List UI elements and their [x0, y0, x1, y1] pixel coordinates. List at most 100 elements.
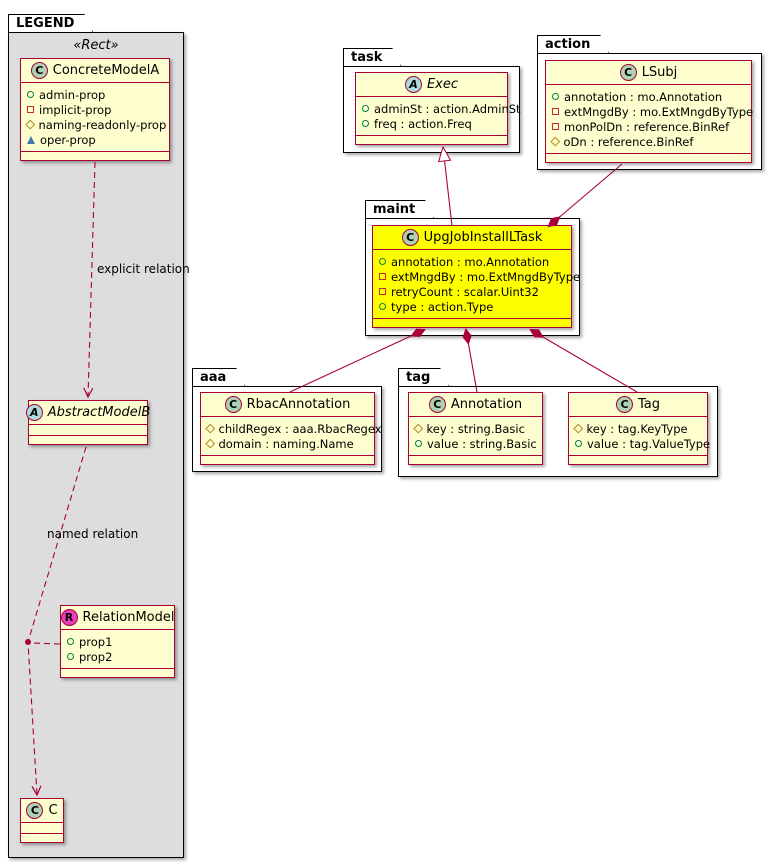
class-abstract-model-b-methods [29, 436, 147, 444]
class-name: RbacAnnotation [246, 397, 351, 412]
property-text: key : string.Basic [426, 421, 525, 436]
property-text: prop2 [79, 649, 113, 664]
class-name: Exec [426, 77, 459, 92]
package-aaa: aaa C RbacAnnotation childRegex : aaa.Rb… [192, 368, 382, 472]
package-task-tab: task [343, 48, 401, 67]
class-concrete-model-a-header: C ConcreteModelA [21, 59, 169, 83]
package-task-name: task [351, 50, 383, 65]
property-row: type : action.Type [378, 299, 566, 314]
property-row: childRegex : aaa.RbacRegex [205, 421, 382, 436]
property-row: oper-prop [26, 132, 164, 147]
package-tag-name: tag [406, 370, 431, 385]
package-aaa-name: aaa [200, 370, 227, 385]
class-tag: C Tag key : tag.KeyType value : tag.Valu… [568, 392, 711, 465]
class-name: LSubj [641, 65, 678, 80]
abstract-badge-icon: A [404, 76, 422, 93]
class-exec-properties: adminSt : action.AdminSt freq : action.F… [356, 97, 521, 136]
package-legend-tab: LEGEND [8, 14, 93, 33]
package-tag: tag C Annotation key : string.Basic valu… [398, 368, 718, 477]
property-row: value : string.Basic [414, 436, 537, 451]
package-maint-name: maint [373, 202, 416, 217]
package-tag-tab: tag [398, 368, 449, 387]
class-relation-model-properties: prop1 prop2 [61, 630, 174, 669]
named-relation-label: named relation [47, 527, 139, 541]
class-lsubj-properties: annotation : mo.Annotation extMngdBy : m… [546, 85, 754, 154]
property-text: prop1 [79, 634, 113, 649]
property-row: annotation : mo.Annotation [551, 89, 746, 104]
class-exec-methods [356, 136, 507, 144]
class-abstract-model-b-header: A AbstractModelB [25, 401, 150, 425]
class-name: C [48, 803, 58, 818]
property-text: adminSt : action.AdminSt [374, 101, 521, 116]
class-concrete-model-a: C ConcreteModelA admin-prop implicit-pro… [20, 58, 170, 161]
class-upg-job-install-l-task-header: C UpgJobInstallLTask [373, 226, 571, 250]
class-annotation-methods [409, 456, 542, 464]
property-text: extMngdBy : mo.ExtMngdByType [391, 269, 581, 284]
visibility-icon [205, 438, 215, 449]
property-row: prop2 [66, 649, 169, 664]
property-text: value : tag.ValueType [587, 436, 711, 451]
class-c-header: C C [21, 799, 63, 823]
visibility-icon [552, 93, 559, 100]
class-tag-properties: key : tag.KeyType value : tag.ValueType [569, 417, 711, 456]
relation-badge-icon: R [60, 609, 78, 626]
property-row: admin-prop [26, 87, 164, 102]
property-text: retryCount : scalar.Uint32 [391, 284, 539, 299]
class-exec: A Exec adminSt : action.AdminSt freq : a… [355, 72, 521, 145]
visibility-icon [379, 258, 386, 265]
class-name: ConcreteModelA [52, 63, 160, 78]
package-task: task A Exec adminSt : action.AdminSt fre… [343, 48, 521, 153]
class-upg-job-install-l-task-methods [373, 319, 571, 327]
visibility-icon [379, 273, 386, 280]
property-row: freq : action.Freq [361, 116, 502, 131]
property-row: monPolDn : reference.BinRef [551, 119, 746, 134]
property-row: key : tag.KeyType [573, 421, 702, 436]
package-legend: LEGEND «Rect» C ConcreteModelA admin-pro… [8, 14, 184, 858]
visibility-icon [67, 638, 74, 645]
class-exec-header: A Exec [356, 73, 507, 97]
class-badge-icon: C [401, 229, 419, 246]
class-annotation: C Annotation key : string.Basic value : … [408, 392, 543, 465]
class-badge-icon: C [619, 64, 637, 81]
visibility-icon [362, 105, 369, 112]
class-badge-icon: C [224, 396, 242, 413]
class-abstract-model-b-properties [29, 425, 147, 436]
property-row: domain : naming.Name [205, 436, 369, 451]
package-action-name: action [545, 37, 591, 52]
class-upg-job-install-l-task-properties: annotation : mo.Annotation extMngdBy : m… [373, 250, 580, 319]
class-concrete-model-a-methods [21, 152, 169, 160]
class-concrete-model-a-properties: admin-prop implicit-prop naming-readonly… [21, 83, 169, 152]
property-row: prop1 [66, 634, 169, 649]
package-action: action C LSubj annotation : mo.Annotatio… [537, 35, 762, 170]
property-row: retryCount : scalar.Uint32 [378, 284, 566, 299]
property-text: type : action.Type [391, 299, 494, 314]
visibility-icon [575, 440, 582, 447]
class-badge-icon: C [615, 396, 633, 413]
class-badge-icon: C [428, 396, 446, 413]
class-relation-model: R RelationModel prop1 prop2 [60, 605, 175, 678]
class-rbac-annotation-properties: childRegex : aaa.RbacRegex domain : nami… [201, 417, 382, 456]
visibility-icon [573, 423, 583, 434]
package-aaa-tab: aaa [192, 368, 245, 387]
visibility-icon [27, 91, 34, 98]
explicit-relation-label: explicit relation [97, 262, 190, 276]
package-maint: maint C UpgJobInstallLTask annotation : … [365, 200, 580, 336]
visibility-icon [550, 136, 560, 147]
property-row: oDn : reference.BinRef [550, 134, 746, 149]
property-text: extMngdBy : mo.ExtMngdByType [564, 104, 754, 119]
class-rbac-annotation-methods [201, 456, 374, 464]
property-text: oper-prop [40, 132, 96, 147]
class-tag-methods [569, 456, 707, 464]
property-text: freq : action.Freq [374, 116, 472, 131]
property-text: implicit-prop [39, 102, 112, 117]
class-lsubj: C LSubj annotation : mo.Annotation extMn… [545, 60, 754, 163]
class-annotation-header: C Annotation [409, 393, 542, 417]
class-name: Annotation [450, 397, 523, 412]
property-text: value : string.Basic [427, 436, 537, 451]
property-row: implicit-prop [26, 102, 164, 117]
visibility-icon [362, 120, 369, 127]
visibility-icon [552, 123, 559, 130]
class-rbac-annotation-header: C RbacAnnotation [201, 393, 374, 417]
property-text: monPolDn : reference.BinRef [564, 119, 730, 134]
class-lsubj-header: C LSubj [546, 61, 751, 85]
